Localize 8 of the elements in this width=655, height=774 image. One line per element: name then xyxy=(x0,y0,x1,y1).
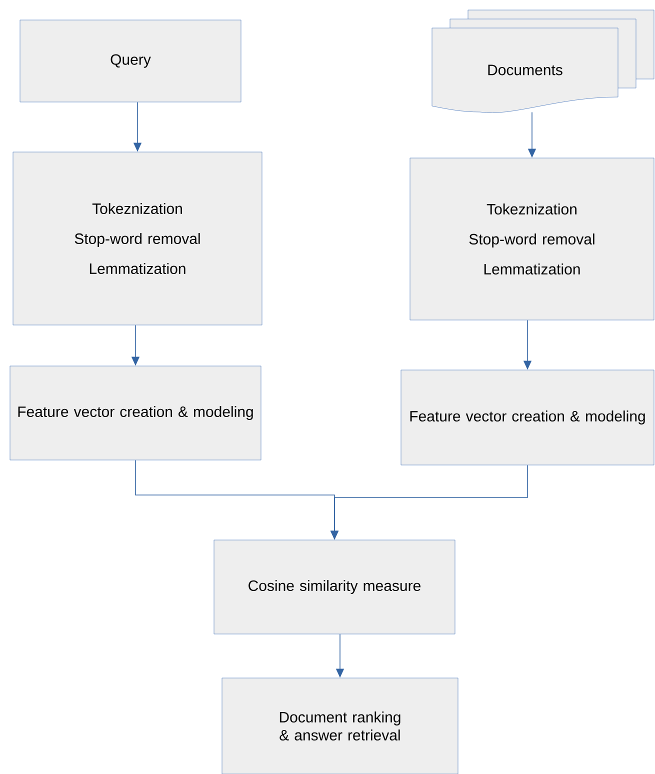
process-box: Document ranking & answer retrieval xyxy=(222,678,458,774)
process-box: Query xyxy=(20,20,242,102)
process-box: Tokeznization Stop-word removal Lemmatization xyxy=(410,158,654,320)
process-box: Tokeznization Stop-word removal Lemmatization xyxy=(12,152,262,326)
process-box: Feature vector creation & modeling xyxy=(10,366,262,460)
process-box: Feature vector creation & modeling xyxy=(400,370,654,466)
document-stack: Documents xyxy=(432,10,654,113)
process-box: Cosine similarity measure xyxy=(214,540,456,634)
